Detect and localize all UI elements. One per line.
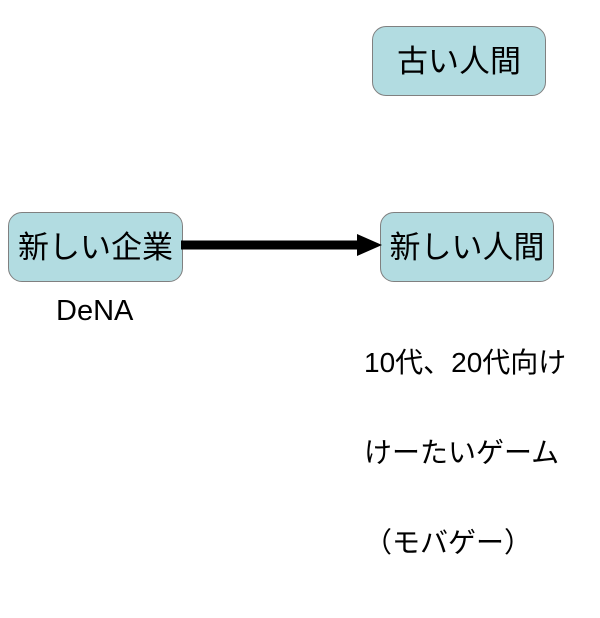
box-new-people-label: 新しい人間	[389, 229, 545, 265]
caption-product-description: 10代、20代向け けーたいゲーム （モバゲー）	[364, 288, 566, 618]
slide-canvas: 古い人間 新しい企業 新しい人間 DeNA 10代、20代向け けーたいゲーム …	[8, 26, 567, 558]
box-new-company-label: 新しい企業	[18, 229, 173, 265]
box-old-people-label: 古い人間	[397, 43, 521, 79]
box-new-company[interactable]: 新しい企業	[8, 212, 183, 282]
caption-company-name: DeNA	[56, 295, 134, 327]
caption-product-line-1: 10代、20代向け	[364, 347, 567, 378]
caption-product-line-2: けーたいゲーム	[364, 437, 560, 468]
caption-product-line-3: （モバゲー）	[364, 527, 533, 558]
box-new-people[interactable]: 新しい人間	[380, 212, 554, 282]
box-old-people[interactable]: 古い人間	[372, 26, 546, 96]
right-arrow-icon	[181, 234, 382, 256]
